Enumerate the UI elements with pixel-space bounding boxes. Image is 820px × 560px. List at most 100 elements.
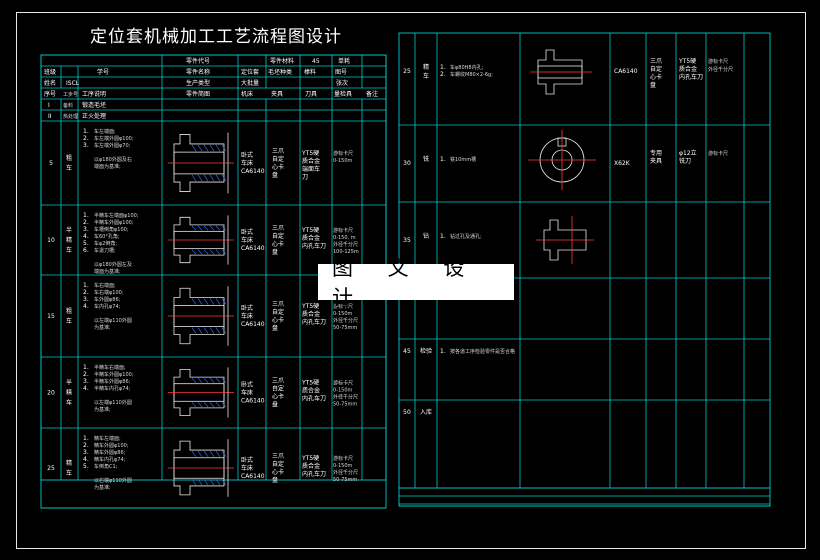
operation-name: 车: [66, 469, 72, 477]
step-desc: 半精车内孔φ74;: [94, 385, 131, 392]
step-number: 1.: [83, 212, 89, 219]
drawing-border: [16, 12, 806, 549]
section-hatch: [191, 249, 197, 255]
header-consumption-label: 单耗: [338, 57, 350, 65]
step-number: 1.: [83, 364, 89, 371]
section-hatch: [209, 249, 215, 255]
step-number: 1.: [83, 128, 89, 135]
fixture-text: 盘: [272, 171, 278, 179]
gauge-text: 50-75mm: [333, 325, 357, 331]
operation-name: 精: [66, 459, 72, 467]
fixture-text: 自定: [272, 385, 284, 393]
step-desc: 为基准;: [94, 484, 111, 491]
fixture-text: 三爪: [272, 301, 284, 308]
header-production-label: 生产类型: [186, 79, 210, 87]
machine-text: CA6140: [241, 321, 265, 328]
section-hatch: [197, 174, 203, 182]
column-header-7: 量检具: [334, 90, 352, 98]
section-hatch: [191, 144, 197, 152]
column-header-1: 工步号: [63, 92, 78, 98]
operation-number: 45: [403, 348, 411, 355]
section-hatch: [203, 479, 209, 486]
fixture-text: 心卡: [272, 393, 284, 401]
operation-name: 精: [423, 63, 429, 71]
row-number: I: [48, 102, 50, 109]
operation-name: 粗: [66, 307, 72, 315]
section-hatch: [203, 249, 209, 255]
section-hatch: [203, 174, 209, 182]
fixture-text: 盘: [272, 476, 278, 484]
section-hatch: [221, 479, 227, 486]
step-desc: 以左端φ110外圆: [94, 399, 132, 406]
section-hatch: [203, 402, 209, 408]
section-hatch: [221, 298, 227, 305]
header-blank-type-value: 棒料: [304, 68, 316, 76]
section-hatch: [191, 377, 197, 383]
header-blank-type-label: 毛坯种类: [268, 68, 292, 76]
step-number: 2.: [83, 135, 89, 142]
fixture-text: 自定: [272, 308, 284, 316]
section-hatch: [191, 479, 197, 486]
fixture-text: 三爪: [650, 58, 662, 65]
step-desc: 铣10mm槽: [450, 156, 476, 163]
section-hatch: [221, 249, 227, 255]
operation-name: 精: [66, 389, 72, 397]
step-number: 2.: [440, 71, 446, 78]
section-hatch: [209, 174, 215, 182]
step-number: 2.: [83, 219, 89, 226]
section-hatch: [209, 225, 215, 231]
gauge-text: 外径千分尺: [333, 394, 358, 401]
tool-text: YT5硬: [301, 455, 319, 462]
machine-text: CA6140: [241, 168, 265, 175]
step-number: 4.: [83, 233, 89, 240]
tool-text: 内孔车刀: [302, 318, 326, 326]
section-hatch: [197, 144, 203, 152]
step-desc: 车φ2倒角;: [94, 240, 117, 247]
gauge-text: 外径千分尺: [333, 317, 358, 324]
section-hatch: [215, 174, 221, 182]
gauge-text: 外径千分尺: [708, 66, 733, 73]
fixture-text: 盘: [272, 401, 278, 409]
fixture-text: 盘: [272, 248, 278, 256]
section-hatch: [215, 249, 221, 255]
gauge-text: 游标卡尺: [333, 150, 353, 157]
step-desc: 车退刀槽;: [94, 247, 116, 254]
machine-text: CA6140: [614, 68, 638, 75]
section-hatch: [209, 327, 215, 334]
operation-number: 50: [403, 409, 411, 416]
section-hatch: [197, 298, 203, 305]
part-profile: [173, 440, 225, 496]
column-header-8: 备注: [366, 90, 378, 98]
section-hatch: [215, 377, 221, 383]
step-desc: 半精车左端面φ100;: [94, 212, 139, 219]
machine-text: 卧式: [241, 151, 253, 159]
header-part-name-label: 零件名称: [186, 68, 210, 76]
machine-text: 卧式: [241, 304, 253, 312]
step-desc: 以左端φ110外圆: [94, 317, 132, 324]
step-desc: 车螺纹M80×2-6g;: [450, 71, 493, 78]
step-desc: 车60°孔角;: [94, 233, 120, 240]
section-hatch: [191, 225, 197, 231]
step-desc: 车内孔φ74;: [94, 303, 121, 310]
part-profile: [537, 49, 583, 95]
step-number: 3.: [83, 378, 89, 385]
step-desc: 以右端φ110外圆: [94, 477, 132, 484]
section-hatch: [197, 225, 203, 231]
section-hatch: [209, 402, 215, 408]
part-profile: [173, 216, 225, 264]
gauge-text: 游标卡尺: [708, 58, 728, 65]
column-header-5: 夹具: [271, 90, 283, 98]
step-desc: 以φ180外圆及右: [94, 156, 132, 163]
operation-name: 车: [423, 72, 429, 80]
step-number: 4.: [83, 385, 89, 392]
part-profile: [173, 134, 225, 192]
step-number: 4.: [83, 456, 89, 463]
section-hatch: [221, 450, 227, 457]
tool-text: YT5硬: [678, 58, 696, 65]
step-desc: 按各道工序检验零件是否合格: [450, 348, 515, 355]
machine-text: CA6140: [241, 245, 265, 252]
machine-text: CA6140: [241, 398, 265, 405]
step-desc: 车槽倒角φ100;: [94, 226, 129, 233]
fixture-text: 心卡: [272, 468, 284, 476]
